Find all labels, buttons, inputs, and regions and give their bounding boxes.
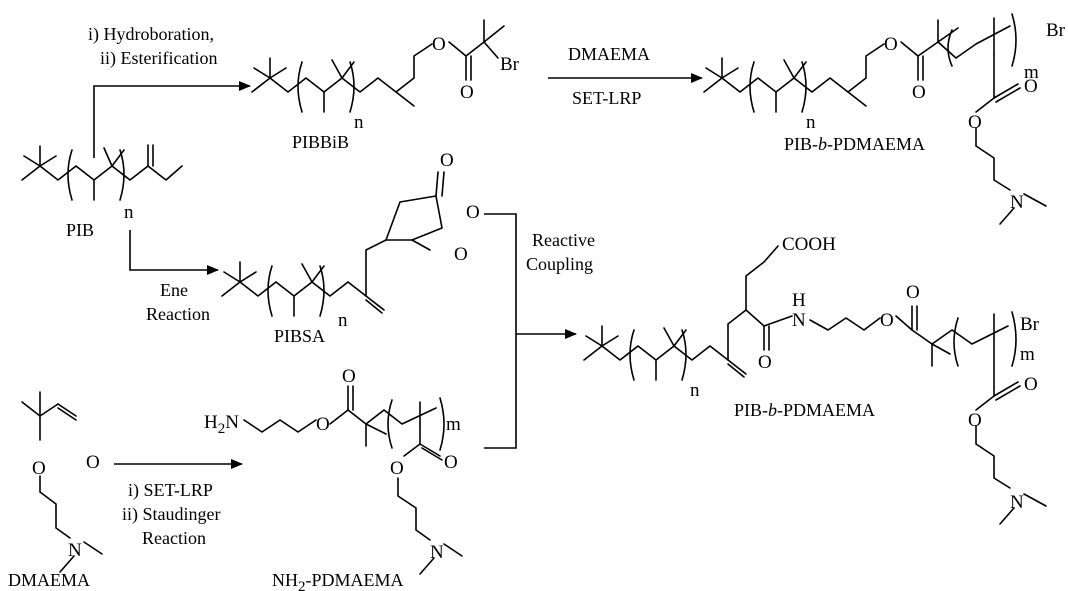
bottom-block-cooh: COOH xyxy=(782,234,836,255)
set-lrp-top-label: SET-LRP xyxy=(572,88,641,108)
pibbib-n: n xyxy=(354,112,364,133)
nh2-pdmaema-m: m xyxy=(446,414,461,435)
bottom-block-amide-h: H xyxy=(792,290,806,311)
esterification-label: ii) Esterification xyxy=(100,48,217,69)
nh2-pdmaema-side-carbonyl-o: O xyxy=(444,452,458,473)
coupling-bracket-top xyxy=(484,213,517,449)
pib-b-pdmaema-bottom-structure xyxy=(583,245,1047,525)
top-block-carbonyl-o: O xyxy=(912,82,926,103)
top-block-m: m xyxy=(1024,62,1039,83)
hydroboration-arrow xyxy=(93,81,251,158)
n-subscript: n xyxy=(124,202,134,223)
reactive-label: Reactive xyxy=(532,230,595,250)
top-block-side-ester-o: O xyxy=(968,112,982,133)
nh2-pdmaema-amine-n: N xyxy=(430,542,444,563)
top-block-ester-o: O xyxy=(884,34,898,55)
ene-label: Ene xyxy=(160,280,188,300)
bottom-block-ester-o: O xyxy=(880,310,894,331)
nh2-pdmaema-structure xyxy=(243,385,463,575)
pibsa-label: PIBSA xyxy=(274,326,325,346)
staudinger-reaction-label: Reaction xyxy=(142,528,206,548)
nh2-pdmaema-amine: H2N xyxy=(204,412,239,437)
pibbib-structure xyxy=(251,19,505,113)
pib-b-pdmaema-top-structure xyxy=(703,13,1047,225)
bottom-block-carbonyl-o: O xyxy=(906,282,920,303)
pibbib-br: Br xyxy=(500,54,520,75)
pibsa-ring-o: O xyxy=(466,202,480,223)
nh2-pdmaema-label: NH2-PDMAEMA xyxy=(272,570,404,591)
dmaema-label: DMAEMA xyxy=(8,570,90,590)
nh2-pdmaema-carbonyl-o: O xyxy=(342,366,356,387)
nh2-pdmaema-side-ester-o: O xyxy=(390,458,404,479)
bottom-block-m: m xyxy=(1020,344,1035,365)
coupling-label: Coupling xyxy=(526,254,593,274)
pib-label: PIB xyxy=(66,220,94,240)
bottom-block-amine-n: N xyxy=(1010,492,1024,513)
dmaema-n: N xyxy=(68,540,82,561)
ene-reaction-label: Reaction xyxy=(146,304,210,324)
top-block-n: n xyxy=(806,112,816,133)
staudinger-label: ii) Staudinger xyxy=(122,504,220,525)
pib-b-pdmaema-bottom-label: PIB-b-PDMAEMA xyxy=(734,400,875,420)
bottom-block-amide-o: O xyxy=(758,352,772,373)
nh2-pdmaema-ester-o: O xyxy=(316,414,330,435)
pibsa-n: n xyxy=(338,310,348,331)
pibsa-bottom-o: O xyxy=(454,244,468,265)
pibsa-structure xyxy=(221,171,445,317)
bottom-block-side-ester-o: O xyxy=(968,410,982,431)
top-block-side-carbonyl-o: O xyxy=(1024,76,1038,97)
dmaema-structure xyxy=(21,391,103,573)
dmaema-ester-o: O xyxy=(32,458,46,479)
pib-structure xyxy=(21,144,183,201)
top-block-br: Br xyxy=(1046,20,1066,41)
set-lrp-bottom-label: i) SET-LRP xyxy=(128,480,213,501)
hydroboration-label: i) Hydroboration, xyxy=(88,24,214,45)
pibbib-label: PIBBiB xyxy=(292,132,349,152)
bottom-block-n: n xyxy=(690,380,700,401)
top-block-amine-n: N xyxy=(1010,192,1024,213)
dmaema-carbonyl-o: O xyxy=(86,452,100,473)
pib-b-pdmaema-top-label: PIB-b-PDMAEMA xyxy=(784,134,925,154)
bottom-block-br: Br xyxy=(1020,314,1040,335)
dmaema-reagent-label: DMAEMA xyxy=(568,44,650,64)
bottom-block-amide-n: N xyxy=(792,310,806,331)
ene-reaction-arrow xyxy=(129,230,219,275)
bottom-block-side-carbonyl-o: O xyxy=(1024,374,1038,395)
pibbib-ester-o: O xyxy=(432,34,446,55)
pibbib-carbonyl-o: O xyxy=(460,82,474,103)
pibsa-top-o: O xyxy=(440,150,454,171)
